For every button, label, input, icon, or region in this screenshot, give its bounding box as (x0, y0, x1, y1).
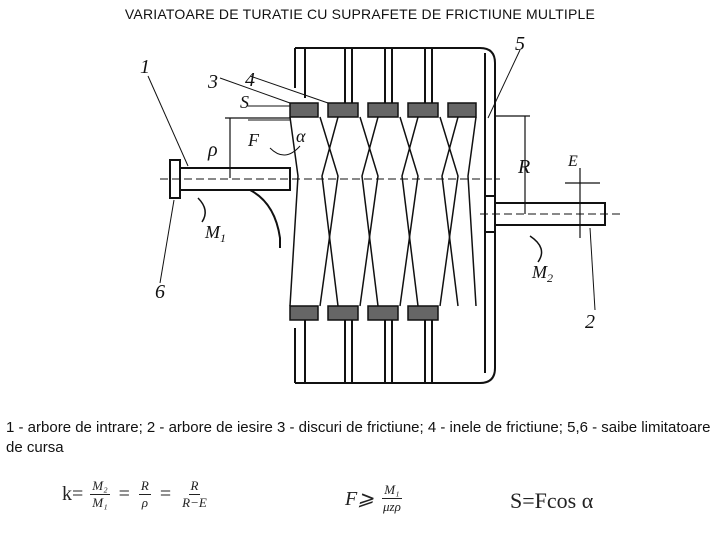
ring-top-1 (289, 102, 319, 118)
label-rho: ρ (207, 139, 218, 161)
ring-bottom-3 (367, 305, 399, 321)
formula-k-lhs: k= (62, 483, 84, 505)
label-5: 5 (515, 33, 525, 55)
ring-bottom-4 (407, 305, 439, 321)
moment-m2-arrow (529, 235, 543, 263)
ring-bottom-2 (327, 305, 359, 321)
page-title: VARIATOARE DE TURATIE CU SUPRAFETE DE FR… (124, 6, 596, 22)
label-4: 4 (245, 69, 255, 91)
label-f: F (247, 130, 260, 150)
label-m2: M2 (531, 262, 553, 285)
input-hub (249, 189, 281, 248)
label-1: 1 (140, 56, 150, 78)
ring-top-3 (367, 102, 399, 118)
label-6: 6 (155, 281, 165, 303)
label-r: R (517, 156, 530, 178)
formula-s: S=Fcos α (510, 488, 594, 513)
ring-top-2 (327, 102, 359, 118)
label-e: E (567, 153, 578, 170)
ring-top-4 (407, 102, 439, 118)
moment-m1-arrow (197, 197, 206, 223)
ring-bottom-1 (289, 305, 319, 321)
variator-diagram: 1 2 3 4 5 6 S ρ F α R E M1 M2 (140, 33, 620, 384)
label-m1: M1 (204, 222, 226, 245)
legend-caption: 1 - arbore de intrare; 2 - arbore de ies… (6, 419, 711, 456)
label-3: 3 (207, 71, 218, 93)
label-alpha: α (296, 126, 306, 146)
label-s: S (240, 92, 249, 112)
housing-top (295, 47, 496, 384)
label-2: 2 (585, 311, 595, 333)
ring-top-5 (447, 102, 477, 118)
